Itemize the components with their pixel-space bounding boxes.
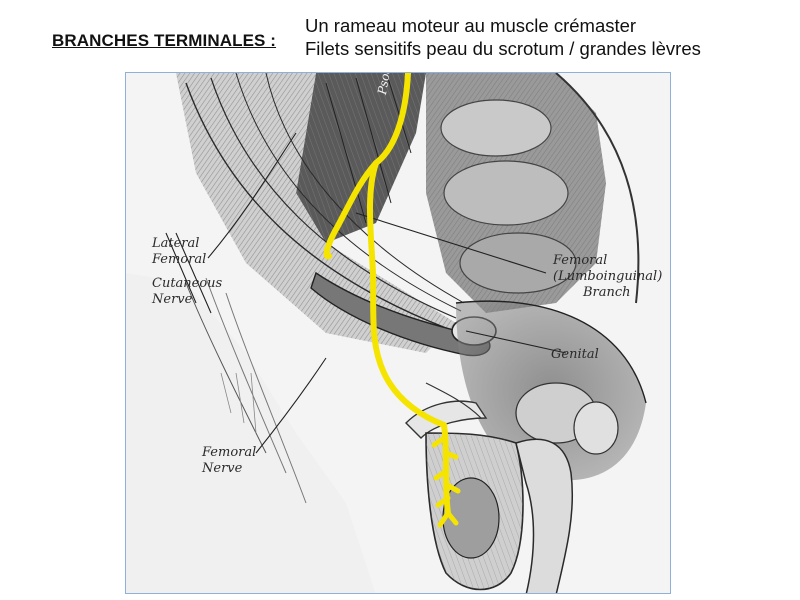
anatomy-drawing xyxy=(126,73,647,593)
spermatic-cord xyxy=(405,382,488,439)
description-lines: Un rameau moteur au muscle crémaster Fil… xyxy=(305,14,701,60)
label-lateral-femoral-cutaneous-nerve: Lateral Femoral Cutaneous Nerve xyxy=(152,236,223,307)
anatomical-illustration: Lateral Femoral Cutaneous Nerve Femoral … xyxy=(125,72,671,594)
label-femoral-nerve: Femoral Nerve xyxy=(202,445,257,476)
lumbar-vertebrae xyxy=(426,73,640,313)
label-genital: Genital xyxy=(551,347,599,362)
label-leader-lines xyxy=(165,132,567,454)
scrotum xyxy=(425,432,524,591)
penis xyxy=(515,438,574,593)
label-femoral-lumboinguinal-branch: Femoral (Lumboinguinal) Branch xyxy=(553,253,663,300)
psoas-muscle xyxy=(296,73,426,243)
description-line-motor: Un rameau moteur au muscle crémaster xyxy=(305,15,637,36)
pelvic-cavity xyxy=(455,300,647,481)
section-heading: BRANCHES TERMINALES : xyxy=(52,31,277,50)
genitofemoral-nerve-highlight xyxy=(323,73,461,528)
description-line-sensory: Filets sensitifs peau du scrotum / grand… xyxy=(305,38,701,59)
iliacus-muscle xyxy=(176,73,465,353)
thigh xyxy=(126,273,376,593)
